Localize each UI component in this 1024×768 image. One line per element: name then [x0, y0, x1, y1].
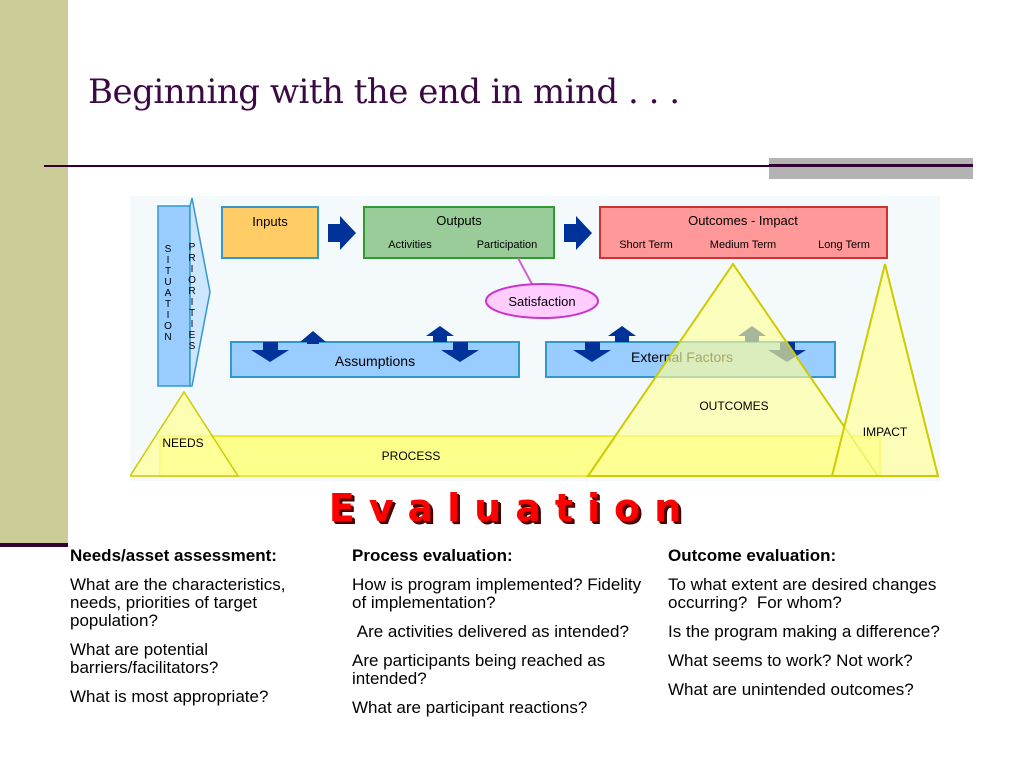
impact-triangle [830, 263, 940, 477]
outcomes-medium-term: Medium Term [710, 239, 776, 251]
external-arrow-down-1 [573, 342, 611, 362]
outcomes-triangle-label: OUTCOMES [699, 399, 768, 413]
column-item: Are participants being reached as intend… [352, 651, 606, 688]
assumptions-label: Assumptions [335, 353, 415, 369]
external-arrow-up-1 [608, 326, 636, 342]
outputs-participation: Participation [477, 239, 538, 251]
outcomes-short-term: Short Term [619, 239, 673, 251]
column-item: How is program implemented? Fidelity of … [352, 575, 642, 612]
assumptions-arrow-up-1 [300, 331, 326, 344]
needs-assessment-column: Needs/asset assessment: What are the cha… [70, 547, 335, 717]
outcomes-triangle [586, 262, 880, 477]
outcome-evaluation-column: Outcome evaluation: To what extent are d… [668, 547, 968, 710]
flow-arrow-1 [328, 216, 356, 250]
process-evaluation-column: Process evaluation: How is program imple… [352, 547, 642, 728]
satisfaction-connector [517, 257, 533, 285]
column-heading: Process evaluation: [352, 546, 513, 565]
column-item: What are potential barriers/facilitators… [70, 640, 219, 677]
needs-label: NEEDS [162, 436, 203, 450]
process-label: PROCESS [382, 449, 441, 463]
outputs-label: Outputs [436, 213, 482, 228]
assumptions-arrow-down-2 [441, 342, 479, 362]
inputs-label: Inputs [252, 214, 288, 229]
column-item: What is most appropriate? [70, 687, 269, 706]
outcomes-label: Outcomes - Impact [688, 213, 798, 228]
column-item: What are participant reactions? [352, 698, 588, 717]
inputs-box [221, 206, 319, 259]
column-item: What are unintended outcomes? [668, 680, 914, 699]
outputs-activities: Activities [388, 239, 432, 251]
flow-arrow-2 [564, 216, 592, 250]
sidebar-band [0, 0, 68, 547]
outcomes-long-term: Long Term [818, 239, 870, 251]
column-heading: Needs/asset assessment: [70, 546, 277, 565]
column-item: What are the characteristics, needs, pri… [70, 575, 286, 630]
title-underline-accent [769, 158, 973, 179]
column-item: To what extent are desired changes occur… [668, 575, 942, 612]
column-item: Are activities delivered as intended? [352, 622, 629, 641]
impact-label: IMPACT [863, 425, 908, 439]
situation-box [157, 205, 191, 387]
column-heading: Outcome evaluation: [668, 546, 837, 565]
column-item: What seems to work? Not work? [668, 651, 913, 670]
slide-title: Beginning with the end in mind . . . [88, 72, 680, 112]
assumptions-arrow-down-1 [251, 342, 289, 362]
priorities-arrow [189, 197, 211, 387]
outcomes-box [599, 206, 888, 259]
sidebar-divider [0, 543, 68, 547]
needs-triangle [130, 390, 240, 477]
assumptions-band [230, 341, 520, 378]
satisfaction-label: Satisfaction [508, 294, 575, 309]
title-underline [44, 165, 769, 167]
title-underline-accent-line [769, 164, 973, 167]
assumptions-arrow-up-2 [426, 326, 454, 342]
satisfaction-ellipse [485, 283, 599, 319]
column-item: Is the program making a difference? [668, 622, 940, 641]
evaluation-heading: Evaluation [328, 486, 696, 530]
outputs-box [363, 206, 555, 259]
